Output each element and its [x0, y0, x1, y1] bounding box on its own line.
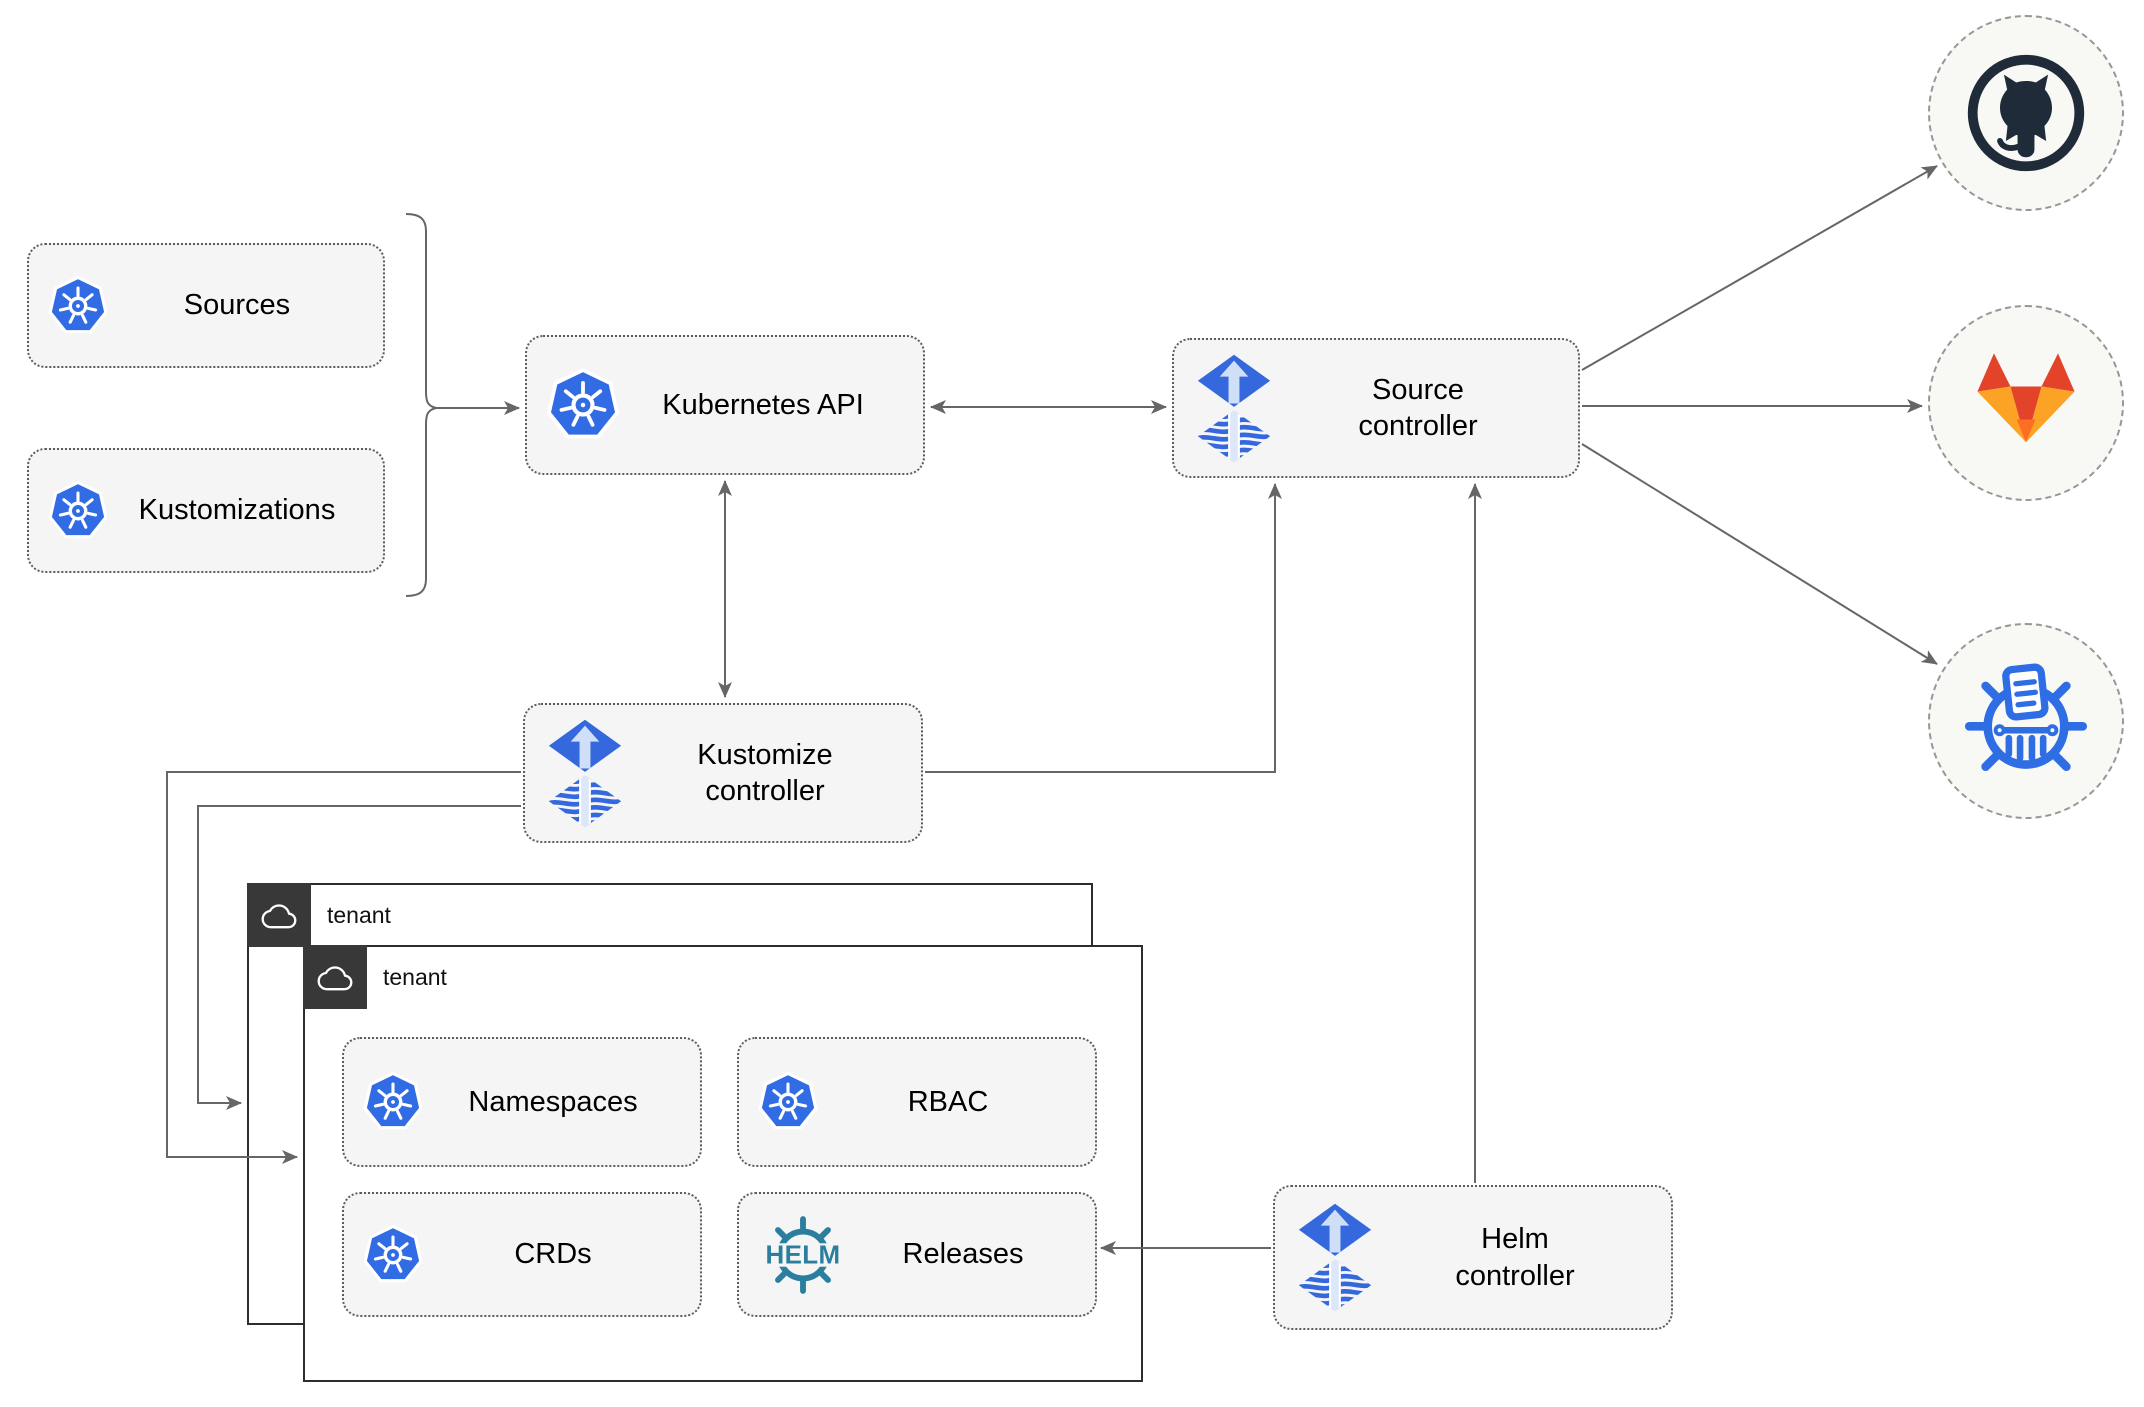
flux-icon	[1192, 353, 1276, 464]
tenant-back-label: tenant	[327, 902, 391, 928]
kubernetes-icon	[47, 275, 109, 337]
github-icon	[1967, 54, 2085, 172]
chartmuseum-endpoint	[1928, 623, 2124, 819]
crds-label: CRDs	[514, 1238, 592, 1271]
sources-label: Sources	[183, 289, 291, 322]
helm-logo-text: HELM	[765, 1241, 840, 1269]
edge-kustomize-to-source-controller	[925, 483, 1282, 773]
releases-label: Releases	[902, 1238, 1024, 1271]
kubernetes-api-label: Kubernetes API	[662, 388, 864, 421]
helm-controller-label: Helm controller	[1377, 1221, 1653, 1294]
helm-controller-node: Helm controller	[1273, 1185, 1673, 1330]
namespaces-node: Namespaces	[342, 1037, 702, 1167]
cloud-icon	[303, 945, 367, 1009]
cloud-icon	[247, 883, 311, 947]
label-line: Helm	[1481, 1223, 1549, 1256]
releases-node: HELM Releases	[737, 1192, 1097, 1317]
label-line: Kustomize	[697, 738, 833, 771]
rbac-node: RBAC	[737, 1037, 1097, 1167]
flux-icon	[543, 718, 627, 829]
source-controller-label: Source controller	[1276, 372, 1560, 445]
label-line: controller	[1455, 1259, 1575, 1292]
github-endpoint	[1928, 15, 2124, 211]
kubernetes-icon	[757, 1071, 819, 1133]
kustomize-controller-label: Kustomize controller	[627, 737, 903, 810]
label-line: Source	[1372, 373, 1464, 406]
crds-node: CRDs	[342, 1192, 702, 1317]
kustomizations-node: Kustomizations	[27, 448, 385, 573]
kubernetes-icon	[545, 367, 621, 443]
helm-icon: HELM	[757, 1212, 849, 1298]
kubernetes-icon	[362, 1224, 424, 1286]
kustomizations-label: Kustomizations	[138, 494, 336, 527]
chartmuseum-icon	[1964, 663, 2088, 771]
source-controller-node: Source controller	[1172, 338, 1580, 478]
kubernetes-icon	[362, 1071, 424, 1133]
kubernetes-icon	[47, 480, 109, 542]
rbac-label: RBAC	[907, 1085, 989, 1118]
edge-source-to-github	[1581, 165, 1938, 371]
gitlab-endpoint	[1928, 305, 2124, 501]
tenant-front-label: tenant	[383, 964, 447, 990]
tenant-front-container: tenant Namespaces RBAC CRDs	[303, 945, 1143, 1382]
kustomize-controller-node: Kustomize controller	[523, 703, 923, 843]
namespaces-label: Namespaces	[468, 1085, 638, 1118]
gitlab-icon	[1977, 353, 2075, 443]
sources-node: Sources	[27, 243, 385, 368]
label-line: controller	[1358, 410, 1478, 442]
group-bracket	[405, 213, 437, 597]
kubernetes-api-node: Kubernetes API	[525, 335, 925, 475]
edge-source-to-chartmuseum	[1581, 443, 1938, 665]
flux-icon	[1293, 1202, 1377, 1313]
label-line: controller	[705, 775, 825, 807]
